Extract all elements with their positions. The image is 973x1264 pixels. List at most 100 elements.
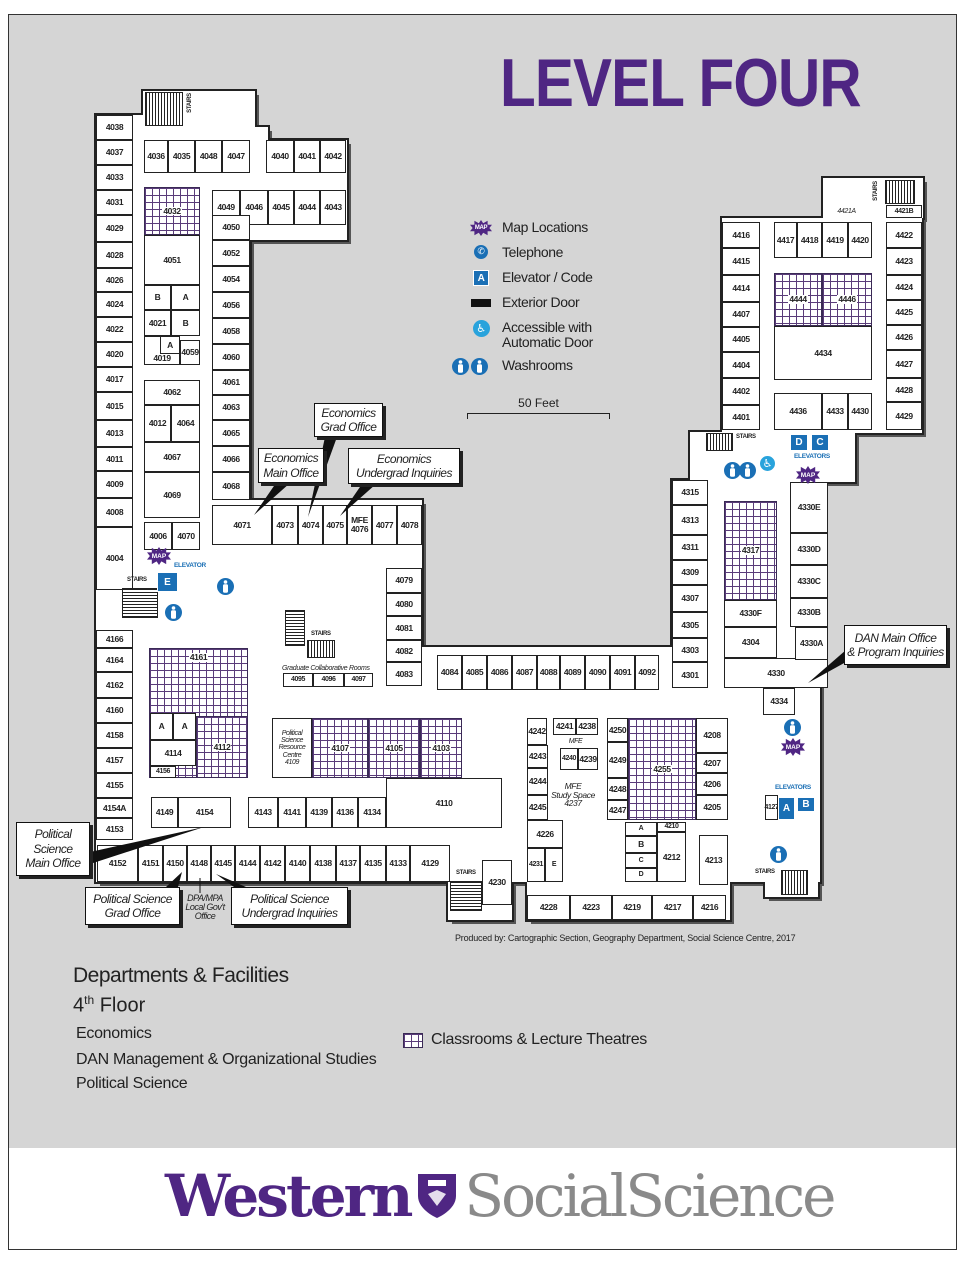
room: 4035 bbox=[168, 140, 195, 173]
room-number: 4142 bbox=[263, 858, 282, 869]
room-number: 4422 bbox=[895, 229, 913, 240]
room-number: 4064 bbox=[176, 418, 195, 429]
room-number: 4230 bbox=[488, 877, 506, 888]
room: 4036 bbox=[144, 140, 168, 173]
classroom: 4255 bbox=[628, 718, 696, 820]
room: 4433 bbox=[822, 393, 848, 430]
room: 4012 bbox=[144, 405, 171, 442]
legend-label: Elevator / Code bbox=[502, 269, 593, 285]
room: 4011 bbox=[96, 447, 133, 471]
room: 4068 bbox=[212, 472, 250, 500]
room-number: 4071 bbox=[233, 519, 251, 530]
room: 4148 bbox=[187, 845, 211, 882]
room-number: 4031 bbox=[105, 197, 124, 208]
room-number: 4153 bbox=[105, 823, 124, 834]
room: 4088 bbox=[537, 655, 560, 690]
room: A bbox=[625, 822, 657, 836]
room-number: 4212 bbox=[662, 851, 681, 862]
washroom-icon bbox=[452, 358, 469, 375]
room: 4043 bbox=[320, 190, 346, 225]
room: 4145 bbox=[211, 845, 235, 882]
room-number: 4162 bbox=[105, 679, 124, 690]
room: 4140 bbox=[285, 845, 310, 882]
room-number: 4089 bbox=[563, 667, 582, 678]
room-number: MFE Study Space 4237 bbox=[551, 780, 595, 809]
room: 4231 bbox=[527, 848, 545, 882]
room-number: 4444 bbox=[788, 294, 808, 305]
room: 4096 bbox=[313, 673, 344, 687]
room-number: 4226 bbox=[536, 828, 554, 839]
room-number: 4033 bbox=[105, 172, 124, 183]
room: 4054 bbox=[212, 266, 250, 292]
room-number: 4303 bbox=[681, 644, 699, 655]
room: 4021 bbox=[144, 310, 171, 336]
floor-suffix: th bbox=[84, 993, 95, 1007]
classroom: 4317 bbox=[724, 501, 777, 600]
washroom-icon bbox=[739, 462, 756, 479]
classroom: 4032 bbox=[144, 187, 200, 235]
room: 4085 bbox=[462, 655, 487, 690]
elevator-icon: A bbox=[473, 270, 489, 286]
room: 4086 bbox=[487, 655, 512, 690]
room: 4071 bbox=[212, 505, 272, 545]
room-number: B bbox=[638, 839, 644, 850]
room-number: 4315 bbox=[681, 487, 699, 498]
room: 4080 bbox=[386, 593, 422, 616]
room-number: 4446 bbox=[837, 294, 857, 305]
room: 4303 bbox=[672, 638, 708, 662]
room: 4143 bbox=[248, 797, 278, 828]
legend-label: Telephone bbox=[502, 244, 564, 260]
room-number: 4219 bbox=[623, 902, 641, 913]
room: 4138 bbox=[310, 845, 336, 882]
room: 4153 bbox=[96, 818, 133, 840]
room: 4029 bbox=[96, 215, 133, 242]
room-number: 4145 bbox=[214, 858, 232, 869]
room: 4430 bbox=[848, 393, 872, 430]
room-number: 4012 bbox=[148, 418, 167, 429]
room: 4416 bbox=[722, 222, 760, 248]
room: 4056 bbox=[212, 292, 250, 318]
room-number: 4245 bbox=[528, 802, 547, 813]
pointer-econ-main bbox=[254, 483, 290, 515]
room: 4087 bbox=[512, 655, 537, 690]
room-number: 4216 bbox=[700, 902, 719, 913]
room: 4037 bbox=[96, 140, 133, 165]
room-number: 4151 bbox=[141, 858, 160, 869]
pointer-econ-undergrad bbox=[340, 484, 376, 516]
room: 4330C bbox=[790, 565, 828, 598]
telephone-icon: ✆ bbox=[474, 245, 488, 259]
stairs-north bbox=[145, 92, 183, 126]
stairs-south bbox=[450, 881, 482, 911]
room: 4301 bbox=[672, 662, 708, 688]
room-number: 4330B bbox=[797, 607, 821, 618]
room: 4217 bbox=[652, 895, 693, 920]
room-number: 4238 bbox=[578, 721, 596, 732]
accessible-icon: ♿ bbox=[760, 456, 775, 471]
room: 4092 bbox=[635, 655, 659, 690]
room: 4421B bbox=[886, 205, 922, 218]
room-number: 4086 bbox=[490, 667, 509, 678]
classroom: 4444 bbox=[774, 273, 822, 326]
legend-label: Map Locations bbox=[502, 219, 588, 235]
elevator-e: E bbox=[157, 572, 178, 592]
room: 4405 bbox=[722, 327, 760, 352]
legend-label: Accessible with Automatic Door bbox=[502, 319, 593, 350]
room-number: 4029 bbox=[105, 223, 124, 234]
room-number: 4161 bbox=[188, 652, 209, 662]
room: 4401 bbox=[722, 405, 760, 430]
room-number: 4114 bbox=[164, 747, 182, 758]
room: 4248 bbox=[607, 778, 628, 800]
room-number: 4307 bbox=[681, 593, 699, 604]
room-number: 4056 bbox=[222, 299, 240, 310]
elevators-label: ELEVATORS bbox=[775, 784, 811, 791]
room-number: 4105 bbox=[384, 742, 404, 753]
room-number: 4054 bbox=[222, 273, 240, 284]
room: 4047 bbox=[222, 140, 250, 173]
room: 4024 bbox=[96, 292, 133, 317]
room: 4245 bbox=[527, 795, 548, 820]
room: A bbox=[160, 336, 180, 354]
room-number: 4022 bbox=[105, 324, 124, 335]
room-number: 4046 bbox=[245, 202, 263, 213]
washroom-icon bbox=[770, 846, 787, 863]
room-number: 4140 bbox=[288, 858, 307, 869]
